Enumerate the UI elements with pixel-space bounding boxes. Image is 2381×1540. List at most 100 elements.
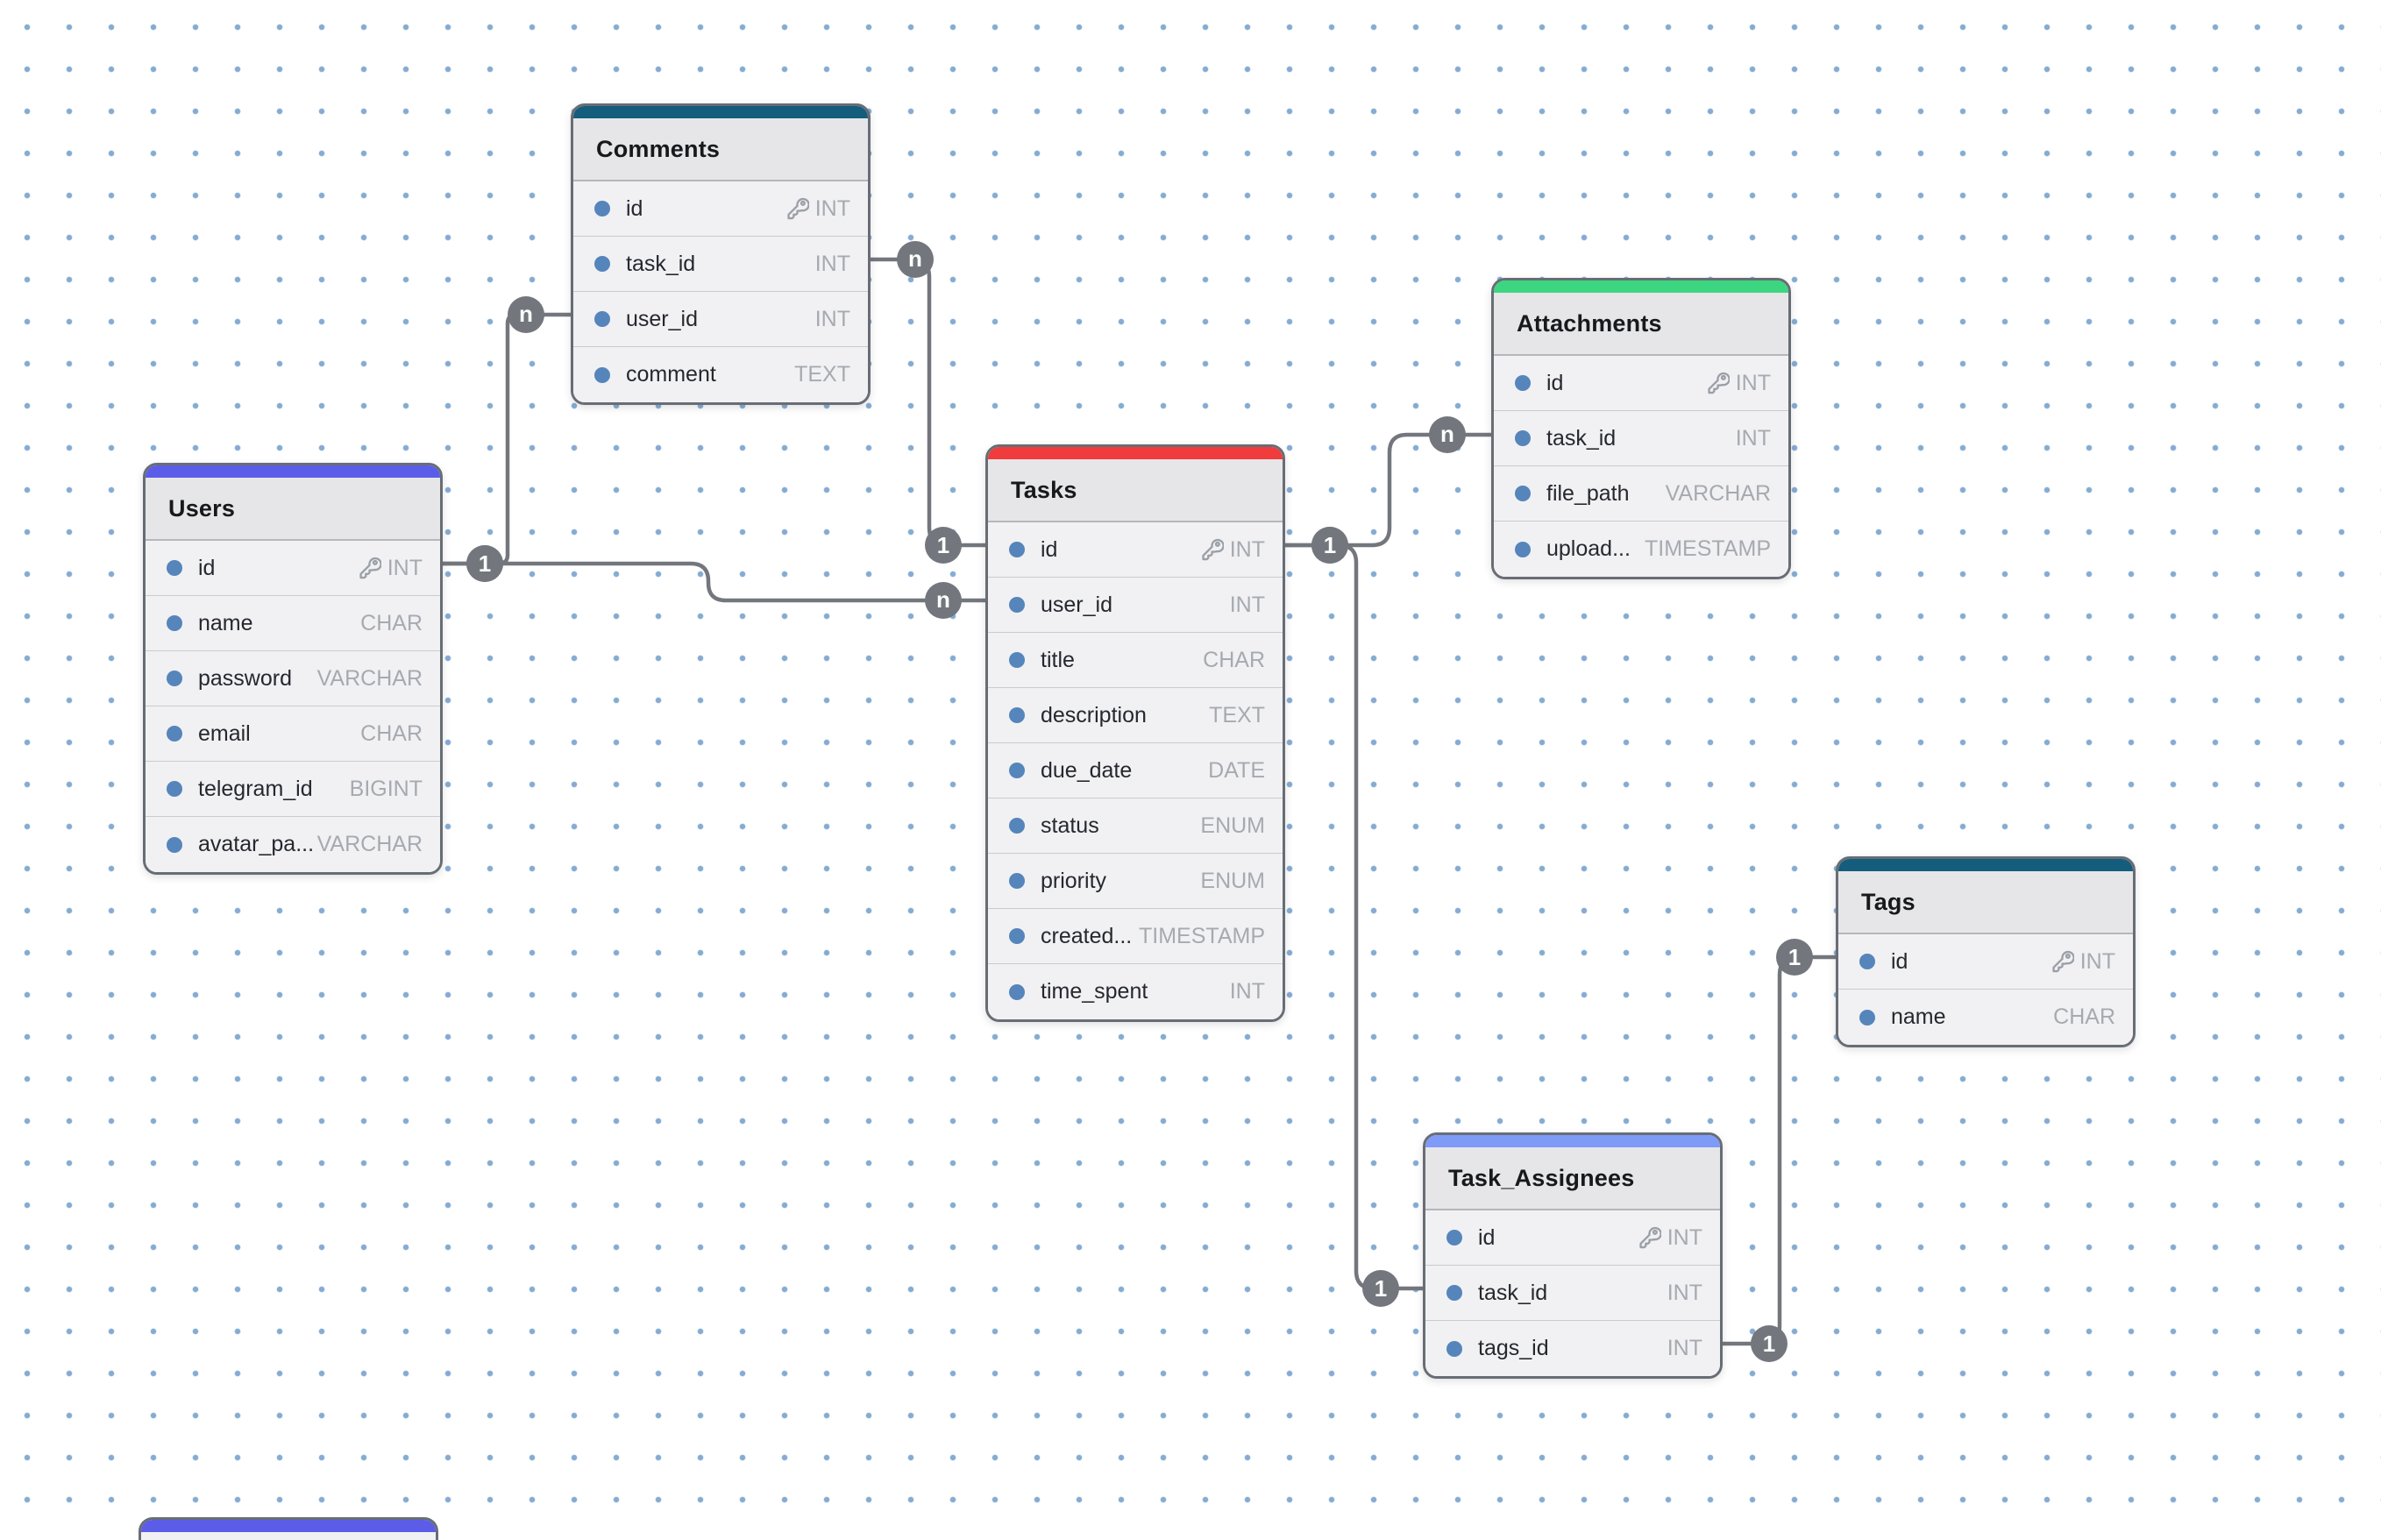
field-dot-icon — [167, 615, 182, 631]
table-accent-bar — [1494, 280, 1788, 293]
field-dot-icon — [1515, 486, 1531, 501]
field-name: task_id — [1546, 425, 1617, 451]
field-type: TIMESTAMP — [1139, 923, 1265, 948]
field-type: CHAR — [360, 720, 423, 746]
field-name: upload... — [1546, 536, 1631, 561]
field-name: telegram_id — [198, 776, 313, 801]
field-type: VARCHAR — [316, 665, 423, 691]
field-name: id — [626, 195, 643, 221]
field-name: file_path — [1546, 480, 1630, 506]
field-type: INT — [814, 306, 850, 331]
relationship-tags-task_assignees[interactable] — [1720, 955, 1838, 1346]
cardinality-badge: 1 — [925, 527, 962, 564]
field-dot-icon — [594, 366, 610, 383]
field-row: id INT — [146, 541, 440, 596]
primary-key-icon — [359, 557, 381, 578]
table-accent-bar — [146, 465, 440, 478]
field-type: INT — [814, 251, 850, 276]
table-title: Attachments — [1494, 293, 1788, 356]
partial-table[interactable] — [139, 1517, 438, 1540]
field-name: id — [1478, 1224, 1496, 1250]
field-dot-icon — [1009, 652, 1025, 668]
primary-key-icon — [2052, 950, 2074, 972]
field-type: CHAR — [1203, 647, 1265, 672]
field-type: INT — [2079, 948, 2115, 974]
field-row: created...TIMESTAMP — [988, 909, 1283, 964]
field-dot-icon — [1859, 1009, 1875, 1025]
svg-text:n: n — [519, 301, 533, 327]
svg-text:1: 1 — [1324, 532, 1336, 558]
field-type: BIGINT — [349, 776, 423, 801]
svg-text:1: 1 — [1375, 1275, 1387, 1302]
table-accent-bar — [573, 106, 868, 118]
field-type: INT — [1667, 1224, 1702, 1250]
field-type: DATE — [1208, 757, 1265, 783]
field-name: user_id — [626, 306, 698, 331]
field-type: TIMESTAMP — [1645, 536, 1771, 561]
field-dot-icon — [1009, 707, 1025, 723]
relationship-users-tasks[interactable] — [440, 561, 988, 603]
table-accent-bar — [988, 447, 1283, 459]
field-dot-icon — [167, 781, 182, 797]
cardinality-badge: n — [925, 582, 962, 619]
field-dot-icon — [594, 201, 610, 216]
field-type: TEXT — [1209, 702, 1265, 727]
field-name: user_id — [1041, 592, 1112, 617]
field-dot-icon — [1515, 541, 1531, 557]
field-dot-icon — [1009, 763, 1025, 778]
cardinality-badge: 1 — [1362, 1270, 1399, 1307]
primary-key-icon — [787, 197, 809, 219]
field-row: telegram_id BIGINT — [146, 762, 440, 817]
field-type: INT — [1229, 979, 1265, 1004]
field-row: user_id INT — [573, 292, 868, 347]
table-title: Tags — [1838, 871, 2133, 934]
field-name: due_date — [1041, 757, 1133, 783]
field-type: INT — [387, 555, 423, 580]
field-type: ENUM — [1200, 868, 1265, 893]
table-title: Task_Assignees — [1425, 1147, 1720, 1210]
table-title: Tasks — [988, 459, 1283, 522]
relationship-users-comments[interactable] — [440, 312, 573, 566]
svg-text:1: 1 — [479, 550, 491, 577]
field-type: ENUM — [1200, 813, 1265, 838]
field-row: due_date DATE — [988, 743, 1283, 798]
field-dot-icon — [1446, 1230, 1462, 1245]
field-name: name — [198, 610, 253, 635]
relationship-tasks-comments[interactable] — [868, 257, 988, 548]
field-dot-icon — [1009, 542, 1025, 557]
field-dot-icon — [1446, 1340, 1462, 1357]
relationship-tasks-attachments[interactable] — [1283, 432, 1494, 548]
cardinality-badge: n — [1429, 416, 1466, 453]
svg-text:n: n — [936, 586, 950, 613]
field-dot-icon — [1515, 430, 1531, 446]
table-accent-bar — [141, 1520, 436, 1532]
field-type: INT — [1735, 370, 1771, 395]
field-row: avatar_pa...VARCHAR — [146, 817, 440, 872]
field-name: created... — [1041, 923, 1133, 948]
field-dot-icon — [1009, 873, 1025, 889]
field-name: id — [198, 555, 216, 580]
field-type: INT — [1229, 536, 1265, 562]
field-name: comment — [626, 362, 716, 387]
relationship-tasks-task_assignees[interactable] — [1283, 543, 1425, 1291]
